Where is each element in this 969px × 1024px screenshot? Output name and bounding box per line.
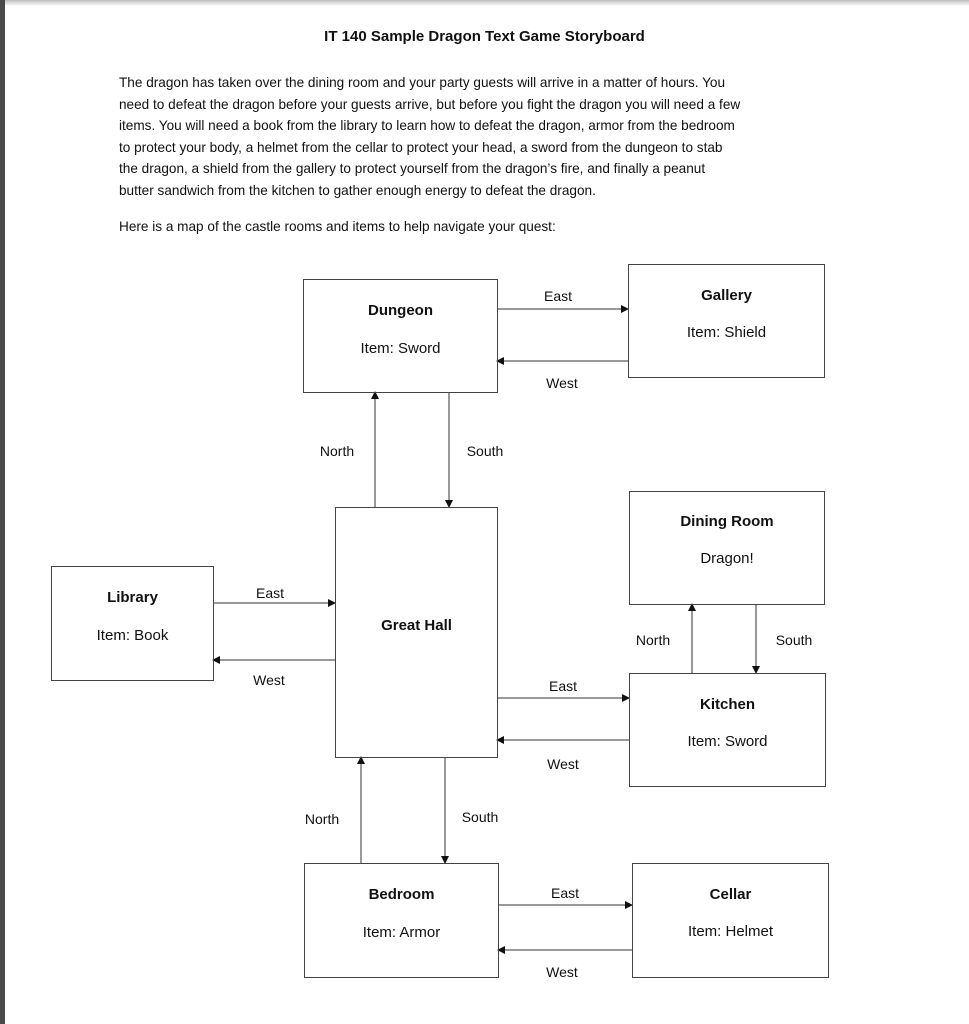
room-name: Bedroom [368, 886, 435, 903]
label-east: East [255, 585, 285, 601]
room-item: Dragon! [700, 550, 754, 567]
paragraph-line: need to defeat the dragon before your gu… [119, 96, 741, 112]
label-south: South [466, 443, 504, 459]
label-north: North [635, 632, 671, 648]
room-name: Library [107, 589, 158, 606]
map-intro: Here is a map of the castle rooms and it… [119, 219, 556, 234]
label-north: North [319, 443, 355, 459]
room-item: Item: Armor [362, 924, 441, 941]
label-east: East [550, 885, 580, 901]
page-shadow [5, 0, 969, 6]
room-dungeon: Dungeon Item: Sword [303, 279, 498, 393]
room-great-hall: Great Hall [335, 507, 498, 758]
paragraph-line: items. You will need a book from the lib… [119, 118, 735, 134]
label-south: South [461, 809, 499, 825]
room-name: Dungeon [368, 302, 433, 319]
room-name: Dining Room [680, 513, 774, 530]
label-north: North [304, 811, 340, 827]
room-kitchen: Kitchen Item: Sword [629, 673, 826, 787]
room-name: Cellar [709, 886, 752, 903]
label-west: West [253, 672, 285, 688]
room-library: Library Item: Book [51, 566, 214, 681]
room-item: Item: Shield [686, 324, 767, 341]
paragraph-line: to protect your body, a helmet from the … [119, 139, 723, 155]
room-name: Great Hall [381, 617, 452, 634]
room-gallery: Gallery Item: Shield [628, 264, 825, 378]
room-item: Item: Sword [360, 340, 441, 357]
label-west: West [547, 756, 579, 772]
room-name: Kitchen [699, 696, 755, 713]
label-east: East [543, 288, 573, 304]
document-title: IT 140 Sample Dragon Text Game Storyboar… [324, 28, 645, 45]
paragraph-line: butter sandwich from the kitchen to gath… [119, 182, 596, 198]
room-bedroom: Bedroom Item: Armor [304, 863, 499, 978]
room-item: Item: Helmet [687, 923, 774, 940]
room-dining: Dining Room Dragon! [629, 491, 825, 605]
paragraph-line: The dragon has taken over the dining roo… [119, 75, 726, 90]
label-west: West [546, 375, 578, 391]
viewer-edge [0, 0, 5, 1024]
room-name: Gallery [701, 287, 752, 304]
room-cellar: Cellar Item: Helmet [632, 863, 829, 978]
room-item: Item: Book [96, 627, 169, 644]
room-item: Item: Sword [687, 733, 768, 750]
label-east: East [548, 678, 578, 694]
paragraph-line: the dragon, a shield from the gallery to… [119, 161, 706, 177]
story-paragraph: The dragon has taken over the dining roo… [119, 72, 740, 202]
label-south: South [775, 632, 813, 648]
label-west: West [546, 964, 578, 980]
